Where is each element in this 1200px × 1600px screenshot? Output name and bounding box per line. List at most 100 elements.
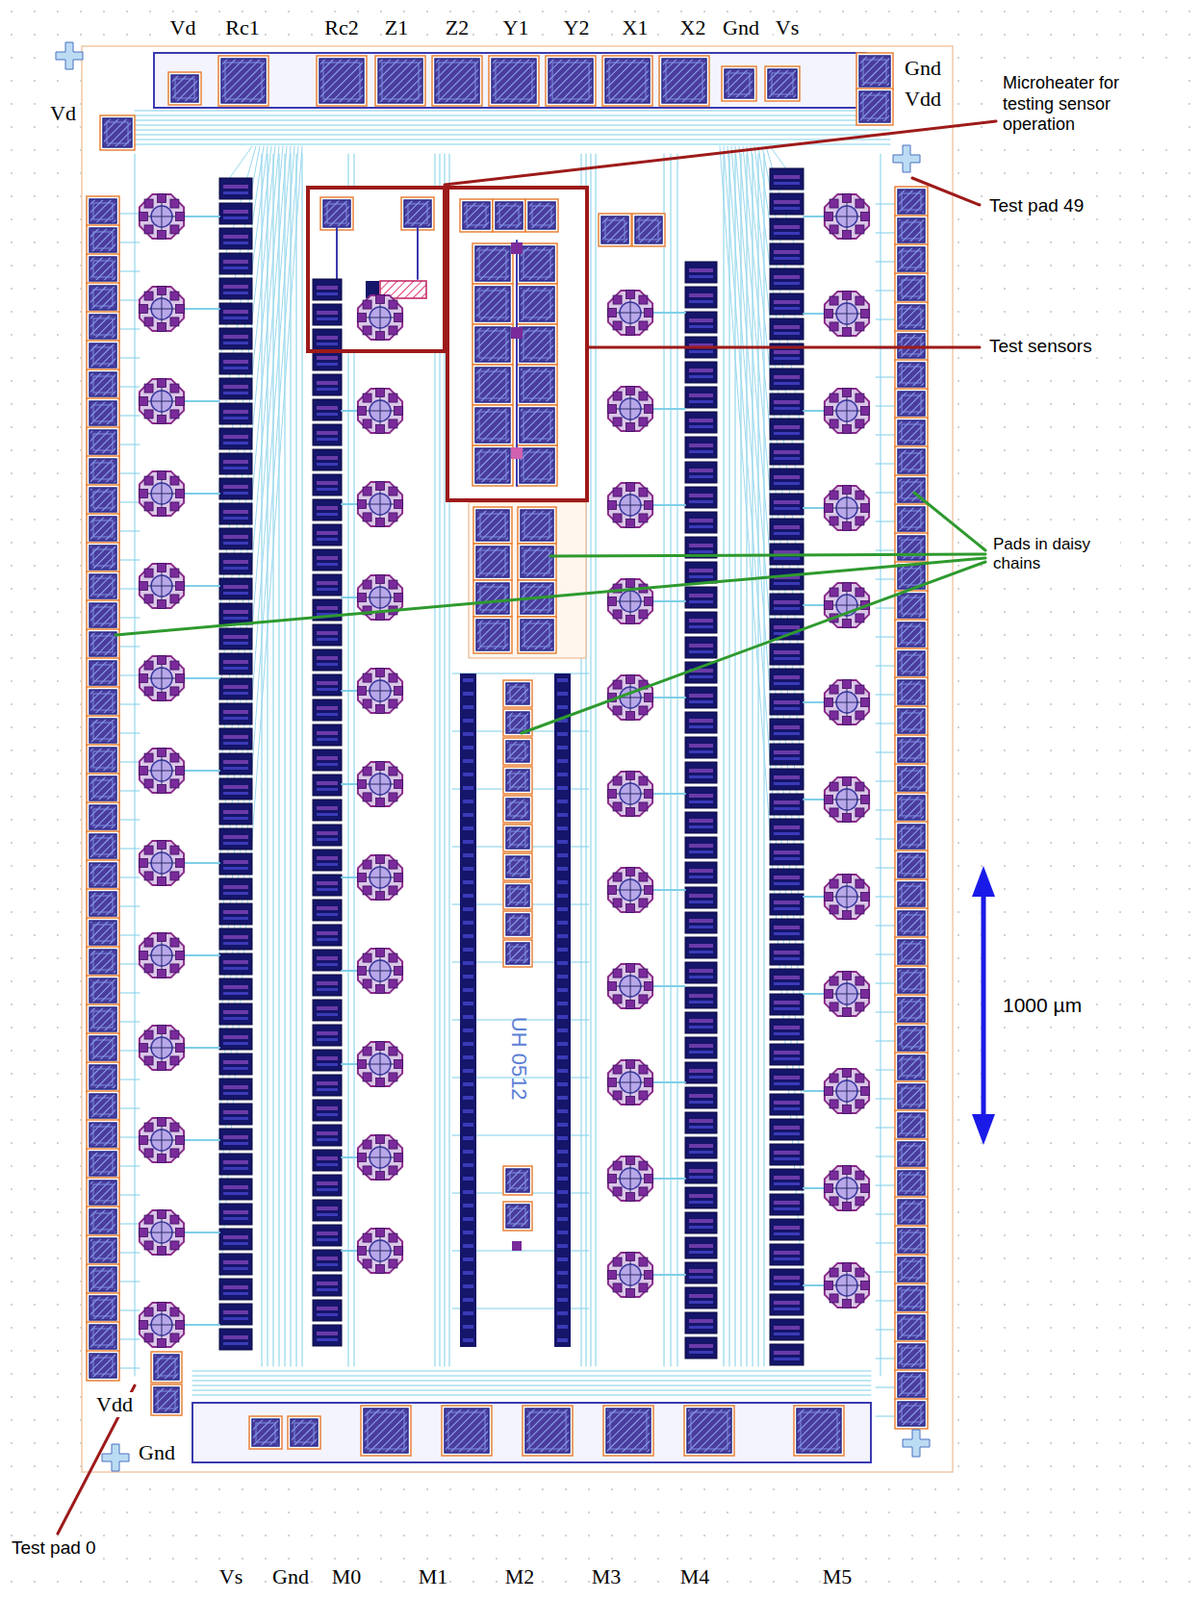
transistor-gate [773,500,800,505]
bar-stripe [557,1015,568,1020]
transistor-gate [689,425,714,429]
sensor-contact [170,687,179,696]
pad-inner [901,280,921,297]
transistor-gate [316,1238,338,1242]
pad-outline [894,850,928,881]
pad-outline [432,55,483,106]
routing-wire [267,153,269,1367]
pad-outline [86,1004,120,1035]
pad-wire [875,781,895,783]
bond-pad [89,487,117,512]
transistor-gate [773,1107,800,1111]
pad-inner [93,578,113,595]
transistor-cell [219,803,253,825]
transistor-gate [316,487,338,491]
transistor-gate [316,1006,338,1011]
pad-outline [894,1139,928,1170]
transistor-gate [223,1317,249,1321]
pad-outline [894,244,928,275]
transistor-gate [223,1117,249,1121]
transistor-gate [689,500,714,504]
sensor-contact [855,1268,865,1277]
bar-stripe [557,1244,568,1249]
sensor-octagon [139,1118,184,1163]
pad-outline [545,55,596,106]
sensor-octagon [357,855,403,900]
transistor-cell [219,503,253,525]
pad-wire [875,1358,895,1360]
transistor-gate [223,1260,249,1265]
sensor-contact [612,776,622,786]
transistor-gate [773,1351,800,1355]
transistor-cell [685,612,717,634]
pad-outline [86,340,120,371]
transistor-gate [316,881,338,886]
transistor-gate [316,606,338,611]
pad-frame [192,1403,871,1463]
pad-wire [875,521,895,523]
transistor-cell [219,753,253,775]
daisy-chain-area [468,502,587,659]
pad-inner [901,915,921,932]
sensor-contact [144,938,154,947]
sensor-contact [376,482,385,491]
pad-outline [894,995,928,1025]
pad-outline [86,918,120,948]
sensor-cross [161,1034,163,1062]
sensor-contact [144,661,154,670]
pad-outline [516,364,558,406]
transistor-gate [316,1313,338,1317]
pad-wire [120,271,140,273]
sensor-contact [394,500,404,510]
transistor-gate [223,1310,249,1315]
bar-stripe [557,1136,568,1141]
pad-inner [800,1412,838,1450]
sensor-contact [824,698,834,708]
sensor-contact [144,1123,154,1132]
sensor-contact [139,397,149,407]
transistor-cell [769,1319,804,1341]
bus-wire [134,115,891,117]
pin-name: Vdd [902,86,944,112]
transistor-gate [773,357,800,360]
pad-inner [510,715,526,730]
fan-wire [731,146,804,1040]
transistor-gate [689,1100,714,1104]
sensor-cross [846,300,848,328]
sensor-contact [861,893,870,902]
transistor-gate [773,1125,800,1130]
pad-inner [175,78,195,99]
pad-inner [93,1300,113,1317]
pad-outline [168,72,202,105]
transistor-gate [773,707,800,711]
transistor-gate [773,625,800,630]
transistor-gate [223,510,249,514]
transistor-gate [316,537,338,541]
transistor-cell [769,668,804,690]
sensor-cross [380,1144,382,1172]
pad-wire [875,896,895,898]
highlight-box [307,187,445,352]
pad-outline [86,225,120,256]
bond-pad [519,327,555,362]
bar-stripe [462,1015,474,1020]
pad-outline [894,1052,928,1083]
sensor-cross [161,387,163,415]
transistor-gate [316,1263,338,1267]
transistor-cell [219,703,253,725]
transistor-cell [312,974,342,996]
sensor-contact [608,1271,617,1280]
transistor-gate [689,275,714,279]
bond-pad [635,216,663,244]
pad-outline [86,254,120,284]
bond-pad [897,1228,925,1253]
pin-name: Vd [168,15,199,41]
transistor-cell [219,678,253,700]
pad-inner [93,751,113,768]
sensor-contact [644,982,654,992]
sensor-cross [161,480,163,508]
transistor-gate [689,725,714,729]
pad-outline [86,946,120,977]
sensor-contact [829,1294,839,1303]
bar-stripe [462,786,474,791]
